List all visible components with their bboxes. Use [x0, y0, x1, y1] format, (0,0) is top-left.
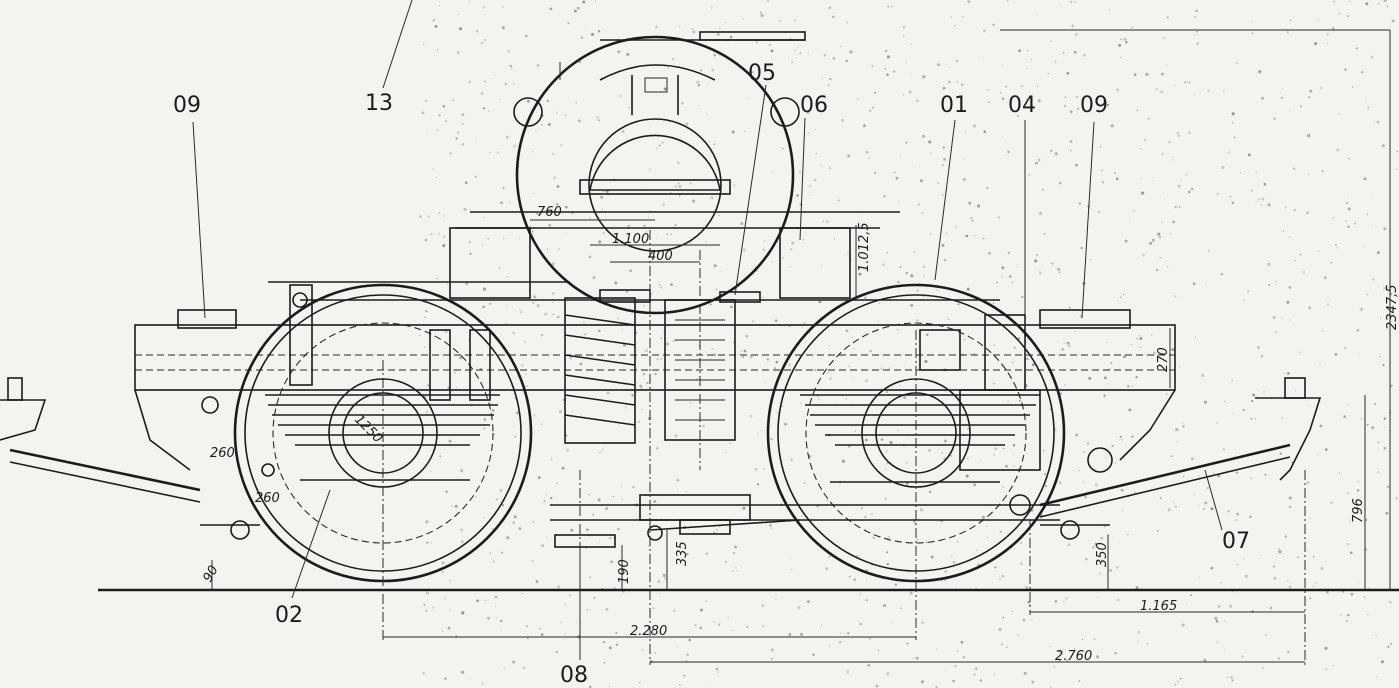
dim-1250: 1250	[351, 412, 385, 446]
callout-07: 07	[1222, 529, 1250, 554]
traction-motor	[513, 31, 806, 315]
dim-1100: 1.100	[612, 232, 649, 247]
coil-spring-right	[664, 250, 761, 470]
bolster-beam	[550, 494, 1060, 548]
buffer-right	[1009, 377, 1322, 518]
callout-13: 13	[365, 91, 393, 116]
callout-08: 08	[560, 663, 588, 688]
dim-2280: 2.280	[630, 624, 667, 639]
buffer-left	[0, 377, 201, 503]
dim-760: 760	[537, 205, 562, 220]
dim-1012: 1.012,5	[857, 222, 872, 272]
coil-spring-left	[564, 289, 651, 444]
callout-labels: 13 09 09 05 06 01 04 02 07 08	[173, 61, 1250, 688]
brake-rigging	[200, 284, 1110, 541]
leaf-spring-right	[800, 394, 1040, 483]
bogie-frame	[134, 211, 1176, 471]
scan-noise	[419, 0, 1399, 688]
callout-01: 01	[940, 93, 968, 118]
dim-190: 190	[617, 559, 632, 584]
dim-260-a: 260	[210, 446, 235, 461]
dim-270: 270	[1156, 347, 1171, 372]
dim-335: 335	[675, 541, 690, 566]
dim-400: 400	[648, 249, 673, 264]
dimension-labels: 760 1.100 400 1.012,5 2347,5 270 1250 26…	[200, 205, 1399, 664]
dim-1165: 1.165	[1140, 599, 1177, 614]
dim-2760: 2.760	[1055, 649, 1092, 664]
dimension-lines	[211, 29, 1391, 663]
dim-90: 90	[200, 563, 221, 585]
dim-796: 796	[1351, 498, 1366, 523]
callout-06: 06	[800, 93, 828, 118]
callout-02: 02	[275, 603, 303, 628]
callout-05: 05	[748, 61, 776, 86]
callout-09-left: 09	[173, 93, 201, 118]
dim-260-b: 260	[255, 491, 280, 506]
center-lines	[382, 230, 1306, 665]
dim-350: 350	[1095, 542, 1110, 567]
callout-04: 04	[1008, 93, 1036, 118]
dim-2347: 2347,5	[1385, 285, 1399, 331]
callout-09-right: 09	[1080, 93, 1108, 118]
leader-lines	[192, 0, 1223, 660]
